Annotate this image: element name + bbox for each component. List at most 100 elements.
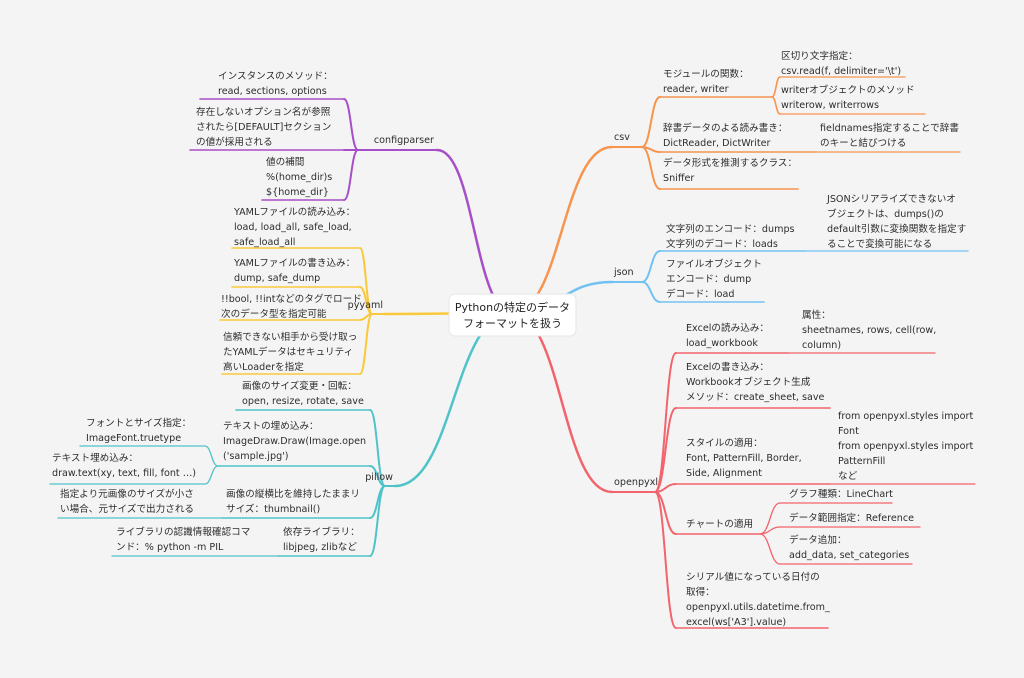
openpyxl-node-load: Excelの読み込み： load_workbook: [686, 322, 769, 349]
json-node-default-arg-line: ることで変換可能になる: [827, 238, 932, 250]
branch-label-json: json: [613, 267, 634, 278]
pillow-link-4: [369, 485, 386, 557]
configparser-node-methods: インスタンスのメソッド：read, sections, options: [218, 71, 333, 97]
csv-node-writer-methods: writerオブジェクトのメソッド writerow, writerrows: [781, 84, 915, 111]
pillow-node-pil-command-line: ンド：% python -m PIL: [116, 542, 224, 553]
openpyxl-node-style-line: Font, PatternFill, Border,: [686, 453, 802, 464]
json-node-file-object-line: エンコード：dump: [666, 274, 751, 285]
csv-node-writer-methods-line: writerow, writerrows: [781, 100, 879, 111]
openpyxl-node-write-line: Workbookオブジェクト生成: [686, 376, 811, 388]
pyyaml-node-tags: !!bool, !!intなどのタグでロード次のデータ型を指定可能: [221, 293, 362, 320]
pyyaml-node-dump-line: YAMLファイルの書き込み：: [233, 257, 355, 269]
branch-label-csv: csv: [614, 132, 630, 143]
openpyxl-link-5: [654, 491, 677, 629]
json-node-file-object: ファイルオブジェクトエンコード：dump デコード：load: [666, 258, 762, 300]
openpyxl-node-load-line: load_workbook: [686, 338, 758, 349]
openpyxl-node-reference: データ範囲指定：Reference: [789, 512, 914, 524]
csv-node-dict-rw: 辞書データのよる読み書き：DictReader, DictWriter: [663, 122, 787, 149]
openpyxl-node-style-imports-line: PatternFill: [838, 456, 885, 467]
pillow-node-thumbnail: 画像の縦横比を維持したままリサイズ：thumbnail(): [226, 488, 360, 515]
csv-node-sniffer-line: Sniffer: [663, 173, 694, 184]
mind-map-nodes: モジュールの関数： reader, writer 区切り文字指定： csv.read(…: [52, 50, 973, 628]
connector-root-pillow: [393, 311, 514, 488]
root-node-box: [448, 293, 577, 337]
csv-link-1a: [771, 76, 781, 98]
csv-node-writer-methods-line: writerオブジェクトのメソッド: [781, 84, 915, 96]
openpyxl-node-load-line: Excelの読み込み：: [686, 322, 769, 334]
openpyxl-node-add-data-line: データ追加：: [789, 534, 847, 546]
branch-label-configparser: configparser: [374, 135, 434, 146]
pillow-node-text: テキスト埋め込み： draw.text(xy, text, fill, font …: [52, 453, 196, 479]
pyyaml-node-safe-loader-line: たYAMLデータはセキュリティ: [223, 346, 353, 358]
openpyxl-node-style-line: スタイルの適用：: [686, 437, 763, 449]
pyyaml-node-dump: YAMLファイルの書き込み： dump, safe_dump: [233, 257, 355, 284]
pillow-node-thumbnail-line: 画像の縦横比を維持したままリ: [226, 488, 360, 500]
csv-node-functions-line: reader, writer: [663, 84, 729, 95]
openpyxl-node-serial-date-line: 取得：: [686, 586, 715, 598]
openpyxl-node-reference-line: データ範囲指定：Reference: [789, 512, 914, 524]
openpyxl-node-write-line: メソッド：create_sheet, save: [686, 392, 825, 403]
pyyaml-node-load-line: safe_load_all: [234, 237, 295, 248]
openpyxl-node-style-line: Side, Alignment: [686, 468, 762, 479]
root-node-title: Pythonの特定のデータフォーマットを扱う: [455, 300, 570, 330]
pillow-node-original-size-line: 指定より元画像のサイズが小さ: [60, 488, 194, 500]
pyyaml-node-safe-loader-line: 高いLoaderを指定: [223, 361, 304, 373]
branch-label-openpyxl: openpyxl: [614, 477, 658, 488]
connector-root-openpyxl: [510, 311, 614, 494]
pillow-node-pil-command: ライブラリの認識情報確認コマンド：% python -m PIL: [116, 526, 250, 553]
pyyaml-node-load: YAMLファイルの読み込み：load, load_all, safe_load,…: [233, 206, 355, 248]
openpyxl-node-add-data-line: add_data, set_categories: [789, 550, 909, 561]
pillow-link-2a: [204, 445, 219, 467]
json-node-file-object-line: デコード：load: [666, 288, 734, 300]
connector-root-configparser: [435, 148, 514, 315]
csv-node-functions: モジュールの関数： reader, writer: [663, 68, 749, 95]
csv-node-delimiter-line: csv.read(f, delimiter='\t'): [781, 66, 901, 77]
csv-link-1: [641, 96, 661, 148]
pillow-node-text-line: draw.text(xy, text, fill, font …): [52, 468, 196, 479]
pillow-node-deps-line: libjpeg, zlibなど: [283, 542, 357, 553]
openpyxl-node-attributes-line: column): [802, 340, 841, 351]
pillow-node-draw: テキストの埋め込み：ImageDraw.Draw(Image.open('sam…: [223, 421, 366, 462]
branch-label-pyyaml: pyyaml: [348, 300, 383, 311]
openpyxl-link-1: [654, 352, 677, 493]
pillow-node-original-size: 指定より元画像のサイズが小さい場合、元サイズで出力される: [60, 488, 194, 515]
configparser-node-default-line: 存在しないオプション名が参照: [196, 106, 331, 118]
openpyxl-node-attributes-line: 属性：: [802, 309, 831, 321]
openpyxl-node-serial-date-line: openpyxl.utils.datetime.from_: [686, 602, 830, 613]
openpyxl-node-style-imports-line: from openpyxl.styles import: [838, 411, 973, 422]
openpyxl-node-serial-date-line: シリアル値になっている日付の: [686, 571, 820, 583]
pyyaml-node-dump-line: dump, safe_dump: [234, 273, 320, 284]
openpyxl-link-4b: [759, 526, 781, 535]
openpyxl-link-4a: [759, 502, 781, 535]
configparser-node-methods-line: read, sections, options: [218, 86, 327, 97]
pillow-node-original-size-line: い場合、元サイズで出力される: [60, 503, 194, 515]
csv-node-fieldnames-line: のキーと結びつける: [820, 137, 906, 149]
csv-node-delimiter: 区切り文字指定： csv.read(f, delimiter='\t'): [781, 50, 901, 77]
configparser-link-3: [343, 149, 359, 201]
openpyxl-node-serial-date-line: excel(ws['A3'].value): [686, 617, 786, 628]
csv-node-functions-line: モジュールの関数：: [663, 68, 749, 80]
json-node-default-arg-line: JSONシリアライズできないオ: [826, 193, 956, 205]
openpyxl-node-write: Excelの書き込み：Workbookオブジェクト生成メソッド：create_s…: [686, 361, 825, 403]
openpyxl-node-style-imports-line: Font: [838, 426, 859, 437]
csv-node-delimiter-line: 区切り文字指定：: [781, 50, 858, 62]
csv-link-3: [641, 146, 661, 190]
pillow-node-font-line: フォントとサイズ指定：: [86, 417, 191, 429]
csv-node-fieldnames: fieldnames指定することで辞書のキーと結びつける: [820, 122, 959, 149]
csv-node-dict-rw-line: 辞書データのよる読み書き：: [663, 122, 787, 134]
pyyaml-node-tags-line: 次のデータ型を指定可能: [221, 308, 327, 320]
openpyxl-node-chart-line: チャートの適用: [686, 518, 753, 530]
openpyxl-node-add-data: データ追加： add_data, set_categories: [789, 534, 909, 561]
json-node-file-object-line: ファイルオブジェクト: [666, 258, 762, 270]
configparser-node-interpolation-line: %(home_dir)s: [266, 172, 332, 183]
connector-root-csv: [510, 145, 614, 315]
csv-node-sniffer-line: データ形式を推測するクラス：: [663, 157, 797, 169]
csv-node-sniffer: データ形式を推測するクラス： Sniffer: [663, 157, 797, 184]
pillow-node-text-line: テキスト埋め込み：: [52, 453, 138, 464]
pyyaml-link-4: [359, 313, 373, 375]
json-node-default-arg-line: default引数に変換関数を指定す: [827, 223, 966, 235]
